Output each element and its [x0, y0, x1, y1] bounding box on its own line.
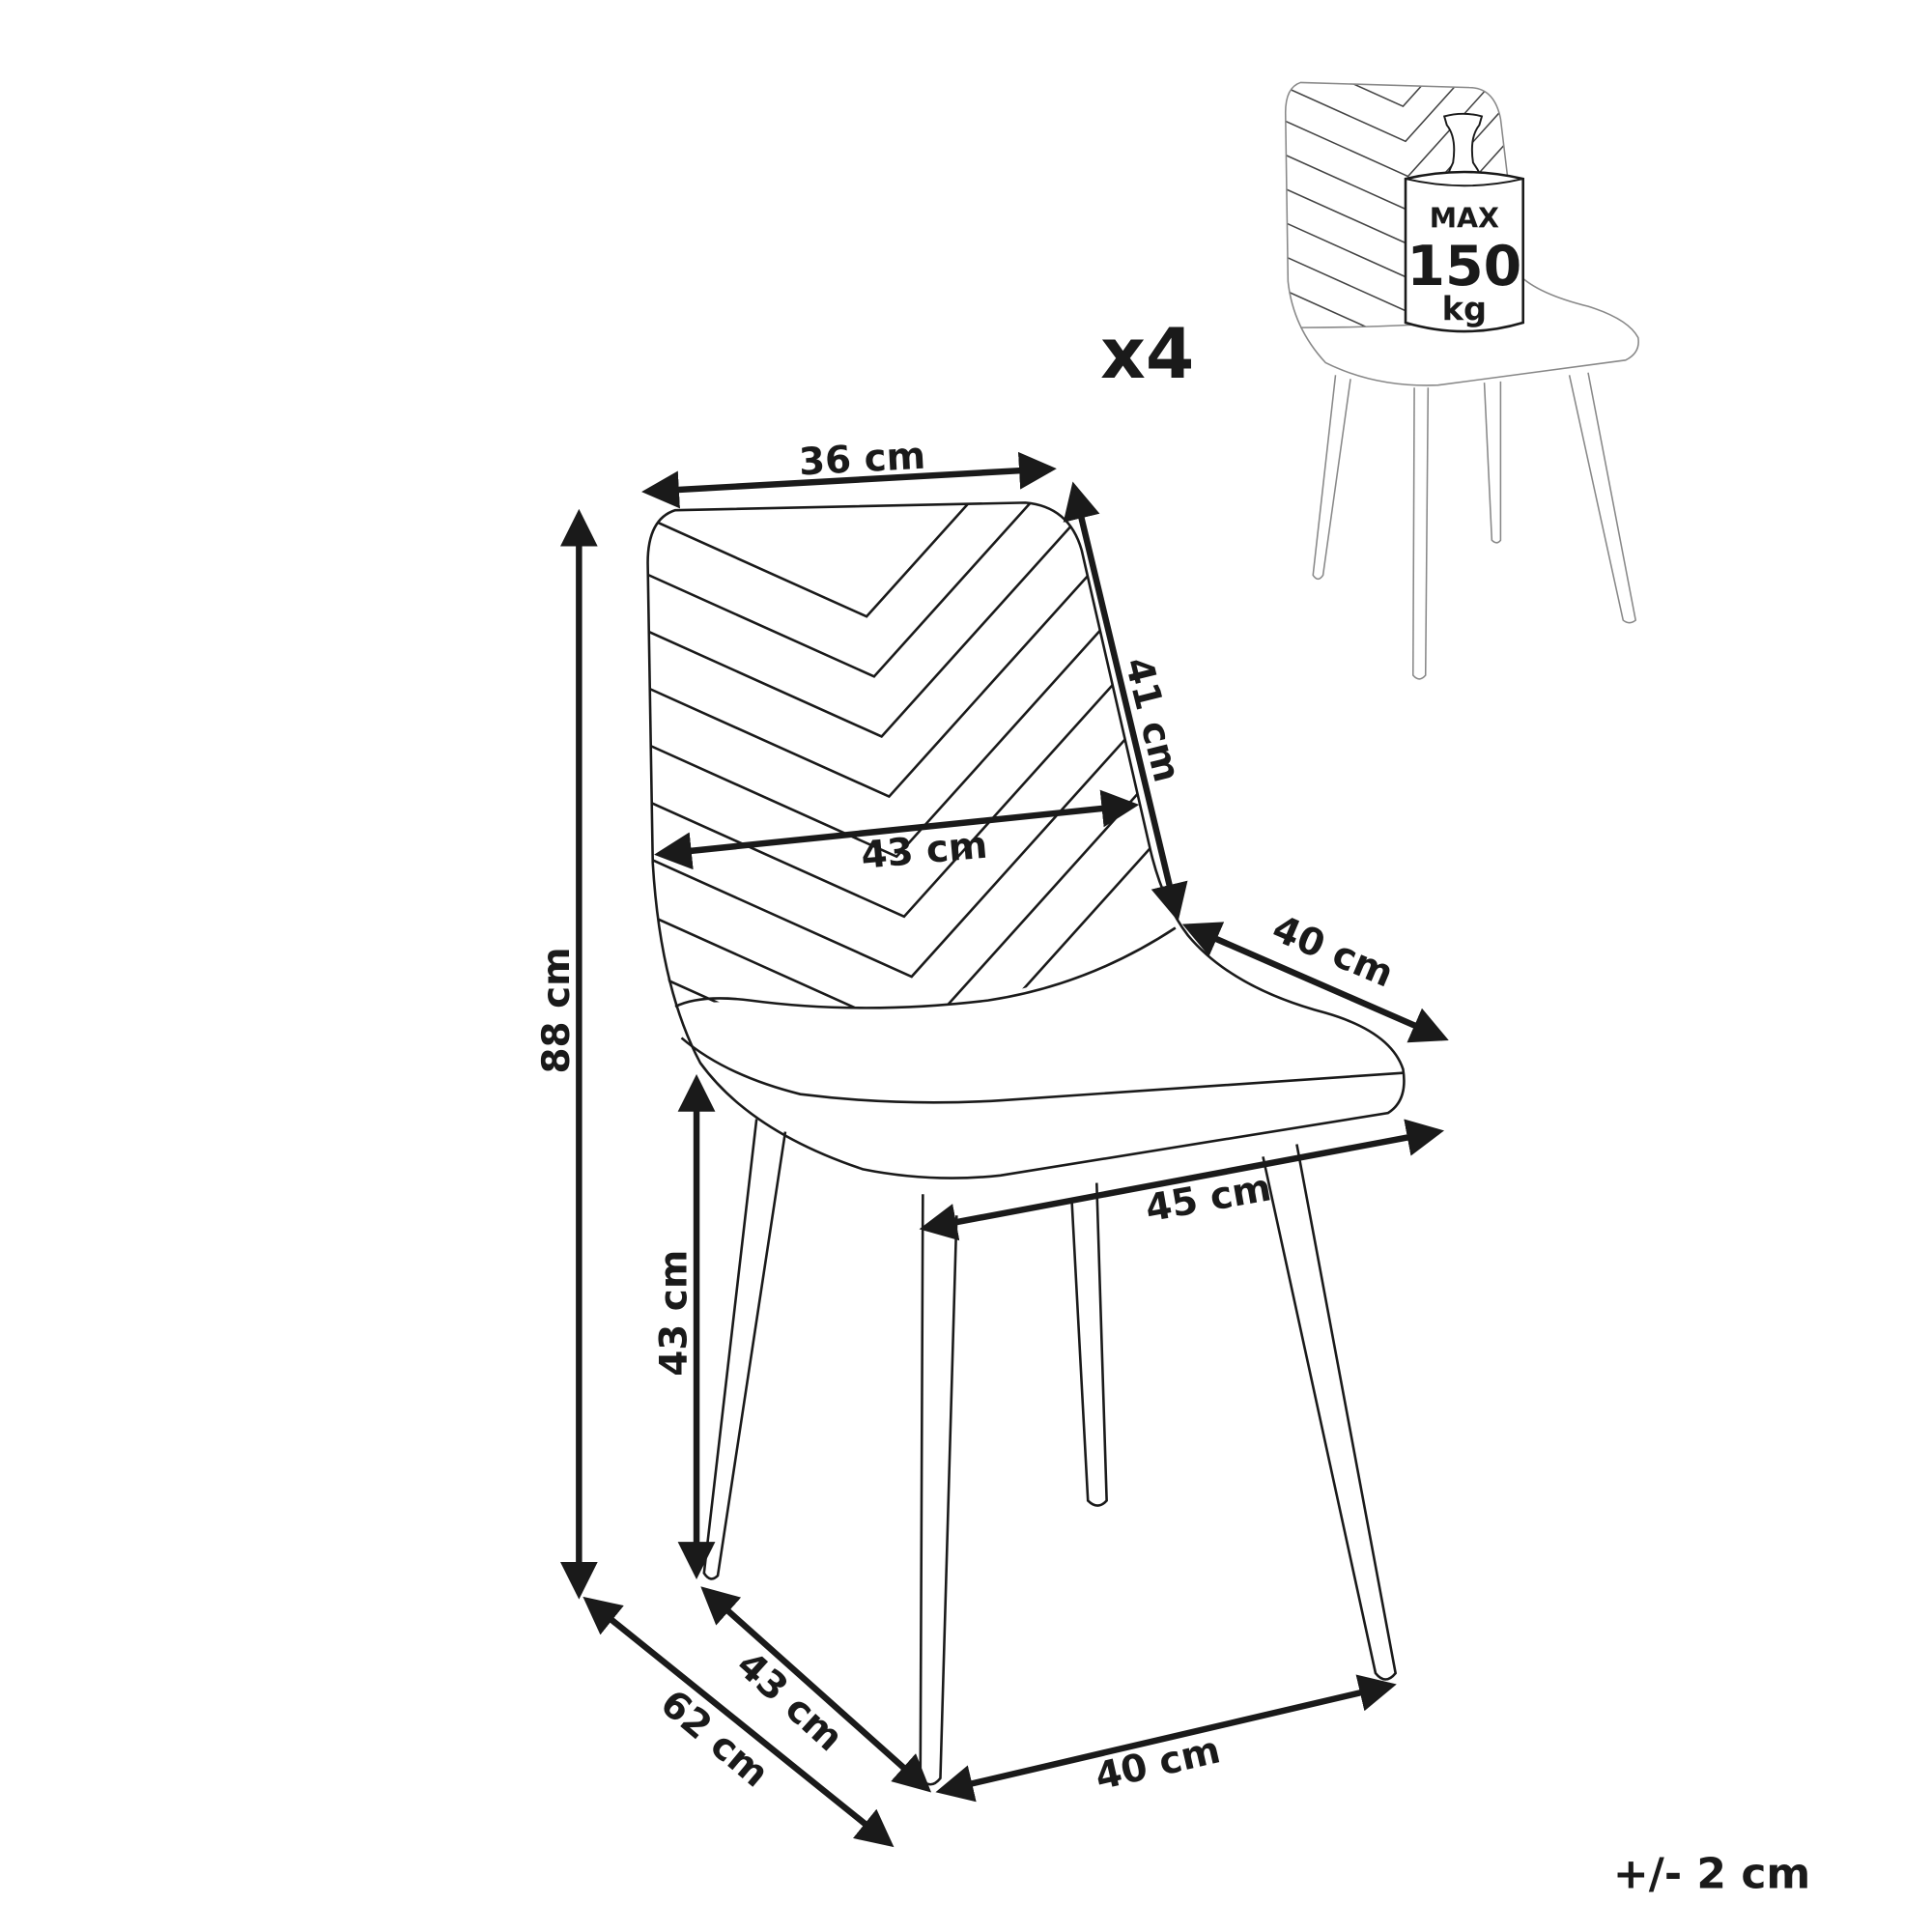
arrow-seat-depth: [1181, 922, 1449, 1043]
arrow-backrest-width: [654, 789, 1140, 870]
chevron-line: [1285, 176, 1519, 328]
label-total-height: 88 cm: [535, 947, 579, 1073]
arrow-base-depth: [700, 1586, 932, 1793]
chevron-line: [1285, 82, 1519, 107]
arrow-backrest-height: [1063, 481, 1188, 922]
quantity-label: x4: [1100, 314, 1194, 395]
dimension-arrows: [559, 451, 1449, 1848]
chevron-stitching: [647, 502, 1176, 1010]
max-label: MAX: [1430, 203, 1499, 235]
arrow-backrest-top-width: [641, 451, 1057, 509]
label-seat-depth: 40 cm: [1266, 907, 1400, 997]
chevron-line: [1285, 82, 1519, 178]
tolerance-note: +/- 2 cm: [1613, 1850, 1810, 1899]
chevron-line: [647, 502, 1168, 678]
seat-front-edge: [680, 1037, 1404, 1104]
chair-shell-outline: [646, 501, 1406, 1179]
max-load-unit: kg: [1442, 290, 1487, 327]
label-seat-height: 43 cm: [653, 1250, 696, 1377]
max-load-value: 150: [1406, 235, 1521, 298]
seat-back-seam: [674, 926, 1177, 1009]
weight-icon: MAX 150 kg: [1404, 112, 1524, 333]
chevron-line: [1285, 82, 1519, 143]
label-seat-width: 45 cm: [1142, 1166, 1274, 1231]
max-load-illustration: MAX 150 kg: [1284, 81, 1639, 680]
chair-drawing: [646, 501, 1406, 1786]
arrow-base-width: [935, 1674, 1397, 1803]
arrow-seat-width: [919, 1119, 1445, 1241]
label-backrest-top-width: 36 cm: [798, 435, 926, 485]
